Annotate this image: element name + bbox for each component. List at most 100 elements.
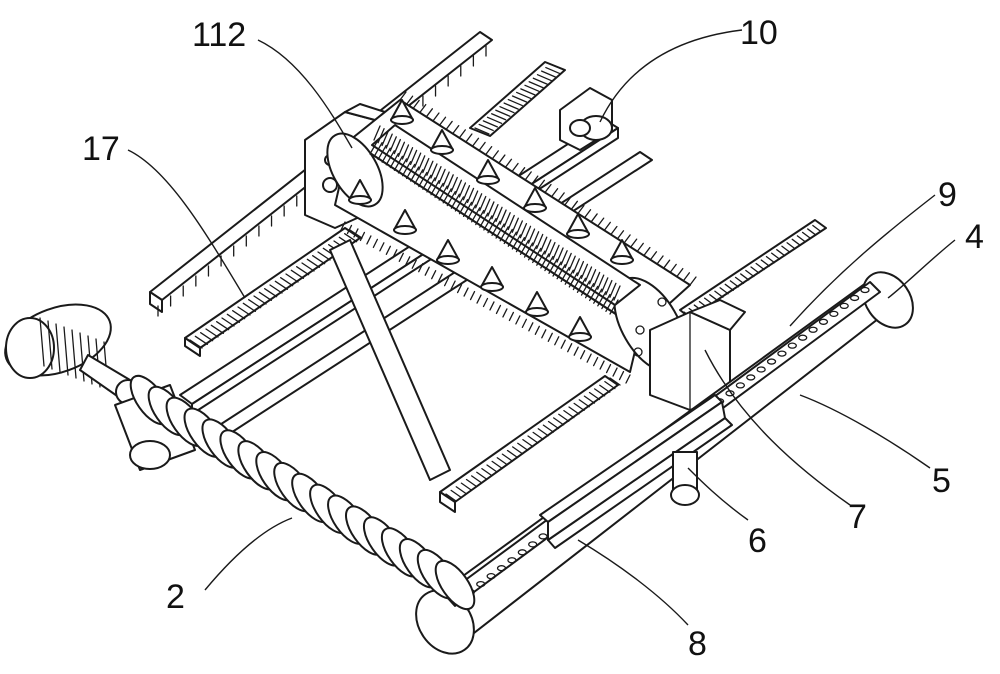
brush-bristle: [515, 220, 524, 236]
cone-spike-base: [430, 145, 454, 155]
brush-bristle: [466, 204, 477, 220]
brush-bristle: [676, 267, 684, 278]
brush-bristle: [508, 311, 515, 322]
rack-tooth: [807, 228, 817, 236]
brush-bristle: [564, 252, 572, 269]
brush-bristle: [418, 155, 426, 171]
brush-bristle: [541, 329, 547, 339]
brush-bristle: [534, 325, 540, 335]
rack-tooth: [609, 377, 621, 386]
brush-bristle: [662, 259, 671, 269]
brush-bristle: [462, 185, 471, 201]
brush-bristle: [669, 263, 677, 274]
brush-bristle: [385, 133, 393, 149]
brush-bristle: [548, 241, 556, 258]
brush-bristle: [418, 263, 424, 273]
brush-bristle: [504, 158, 513, 168]
brush-bristle: [605, 363, 612, 374]
brush-bristle: [584, 266, 593, 282]
cone-spike-base: [568, 332, 592, 342]
rack-tooth: [486, 464, 498, 473]
brush-bristle: [393, 138, 401, 155]
brush-bristle: [528, 322, 534, 332]
rack-tooth: [280, 277, 294, 287]
rack-tooth: [285, 273, 299, 283]
brush-bristle: [442, 188, 452, 204]
rack-tooth: [486, 116, 503, 124]
brush-bristle: [689, 276, 697, 286]
rack-tooth: [520, 88, 536, 96]
brush-bristle: [682, 272, 691, 282]
rack-tooth: [478, 123, 494, 132]
brush-bristle: [430, 180, 440, 196]
chain-link: [507, 557, 517, 564]
brush-bristle: [483, 215, 493, 231]
brush-bristle: [385, 150, 395, 166]
rack-tooth: [290, 269, 304, 279]
cone-spike-base: [436, 255, 460, 265]
rack-tooth: [200, 332, 214, 342]
rack-tooth: [558, 413, 570, 422]
brush-bristle: [593, 271, 601, 288]
brush-bristle: [599, 360, 605, 370]
brush-bristle: [656, 255, 664, 265]
rack-tooth: [465, 478, 478, 488]
brush-bristle: [414, 152, 422, 168]
brush-bristle: [576, 277, 587, 293]
brush-bristle: [346, 224, 353, 235]
brush-bristle: [601, 293, 611, 310]
brush-bristle: [405, 163, 416, 180]
chain-link: [777, 350, 787, 357]
brush-bristle: [612, 367, 618, 377]
brush-bristle: [580, 280, 591, 296]
rack-tooth: [507, 98, 523, 107]
brush-bristle: [560, 250, 568, 266]
rack-tooth: [491, 460, 503, 470]
rack-tooth: [476, 471, 488, 480]
brush-bristle: [401, 161, 412, 177]
brush-bristle: [589, 285, 599, 302]
brush-bristle: [422, 174, 432, 190]
rack-tooth: [481, 467, 493, 477]
brush-bristle: [418, 171, 428, 188]
motor: [4, 303, 141, 405]
brush-bristle: [456, 283, 463, 294]
brush-bristle: [479, 212, 489, 228]
label-6: 6: [748, 522, 767, 560]
rack-tooth: [796, 235, 807, 243]
brush-bristle: [580, 263, 589, 279]
brush-bristle: [511, 217, 519, 233]
rack-tooth: [221, 317, 235, 327]
brush-bristle: [353, 228, 359, 238]
rear-pulley: [559, 87, 613, 151]
brush-bristle: [527, 245, 538, 261]
front-left-rack: [184, 227, 363, 357]
brush-bristle: [590, 213, 598, 223]
brush-bristle: [568, 272, 578, 288]
brush-bristle: [625, 374, 631, 384]
brush-bristle: [499, 226, 509, 242]
rack-tooth: [765, 255, 776, 264]
brush-bristle: [471, 137, 480, 147]
brush-bristle: [450, 280, 456, 290]
rack-tooth: [604, 380, 616, 390]
right-bearing-block: [649, 299, 746, 411]
rack-tooth: [226, 313, 240, 323]
brush-bristle: [369, 139, 379, 155]
rack-tooth: [253, 295, 267, 305]
brush-bristle: [630, 238, 638, 248]
brush-bristle: [498, 154, 506, 164]
rack-tooth: [501, 453, 514, 462]
brush-bristle: [409, 149, 418, 166]
brush-bristle: [636, 242, 644, 253]
brush-bristle: [572, 274, 583, 291]
rack-tooth: [541, 70, 557, 78]
screw-flight: [434, 559, 476, 611]
brush-bristle: [487, 201, 495, 217]
brush-bristle: [536, 233, 544, 250]
brush-bristle: [507, 231, 517, 247]
brush-bristle: [502, 308, 508, 318]
brush-bristle: [531, 175, 539, 185]
rack-tooth: [301, 262, 315, 272]
rack-tooth: [189, 339, 203, 349]
